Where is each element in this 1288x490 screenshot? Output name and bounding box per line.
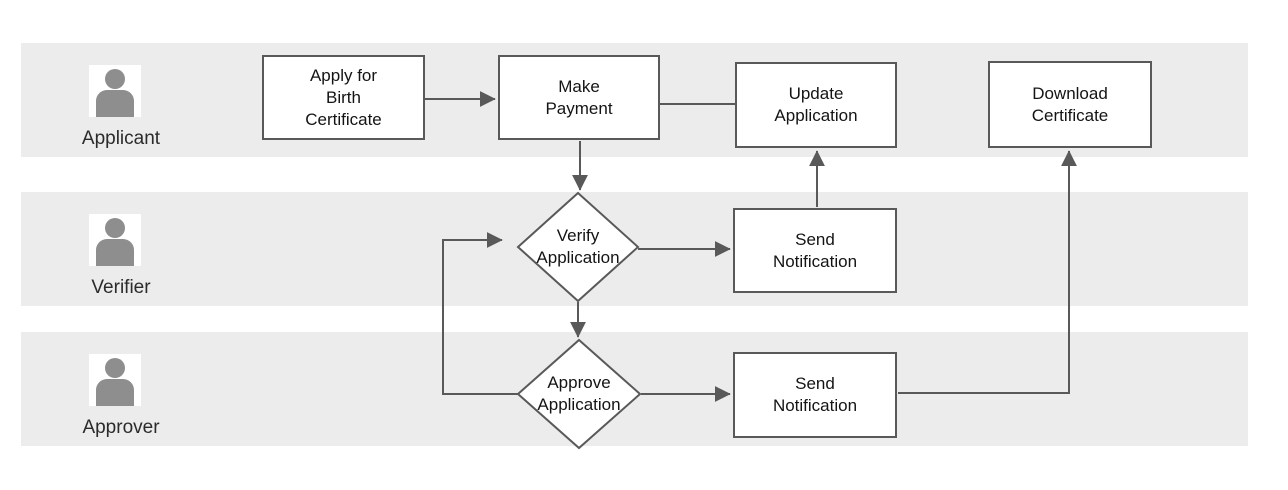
edge-approve-loop-to-verify: [442, 232, 518, 395]
person-icon: [89, 214, 141, 266]
decision-verify-application: [516, 191, 640, 303]
decision-approve-application: [516, 338, 642, 450]
node-send-notification-approver: Send Notification: [733, 352, 897, 438]
node-make-payment: Make Payment: [498, 55, 660, 140]
node-send-notification-verifier: Send Notification: [733, 208, 897, 293]
lane-label-applicant: Applicant: [81, 128, 161, 149]
node-download-certificate: Download Certificate: [988, 61, 1152, 148]
lane-label-approver: Approver: [82, 417, 160, 438]
lane-label-verifier: Verifier: [91, 277, 151, 298]
edge-sendnotif-to-download: [898, 150, 1077, 394]
node-approve-application-label: Approve Application: [537, 373, 621, 414]
node-update-application: Update Application: [735, 62, 897, 148]
person-icon: [89, 354, 141, 406]
person-icon: [89, 65, 141, 117]
node-apply-for-birth-certificate: Apply for Birth Certificate: [262, 55, 425, 140]
node-verify-application-label: Verify Application: [536, 226, 620, 267]
